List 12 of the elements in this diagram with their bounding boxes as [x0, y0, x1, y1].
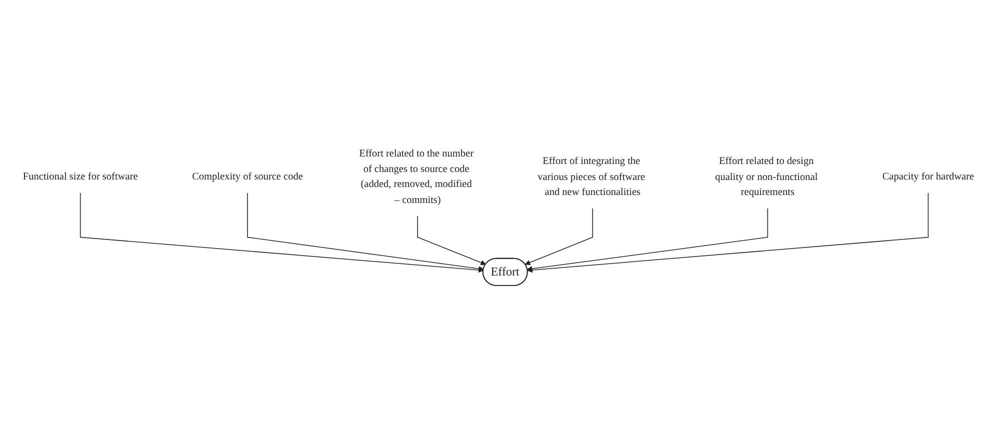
arrow: [247, 192, 484, 272]
arrow: [417, 216, 486, 266]
node-text: Effort of integrating the various pieces of software and new functionalities: [538, 155, 646, 198]
arrow: [524, 208, 594, 266]
node-text: Capacity for hardware: [882, 170, 974, 182]
arrow: [527, 208, 768, 272]
node-text: Effort related to design quality or non-functional requirements: [715, 155, 818, 198]
node-text: Complexity of source code: [192, 170, 303, 182]
arrow: [80, 192, 484, 273]
node-text: Effort related to the number of changes to source code (added, removed, modified – commits): [359, 147, 474, 205]
node-text: Functional size for software: [22, 170, 138, 182]
arrow: [527, 192, 929, 273]
